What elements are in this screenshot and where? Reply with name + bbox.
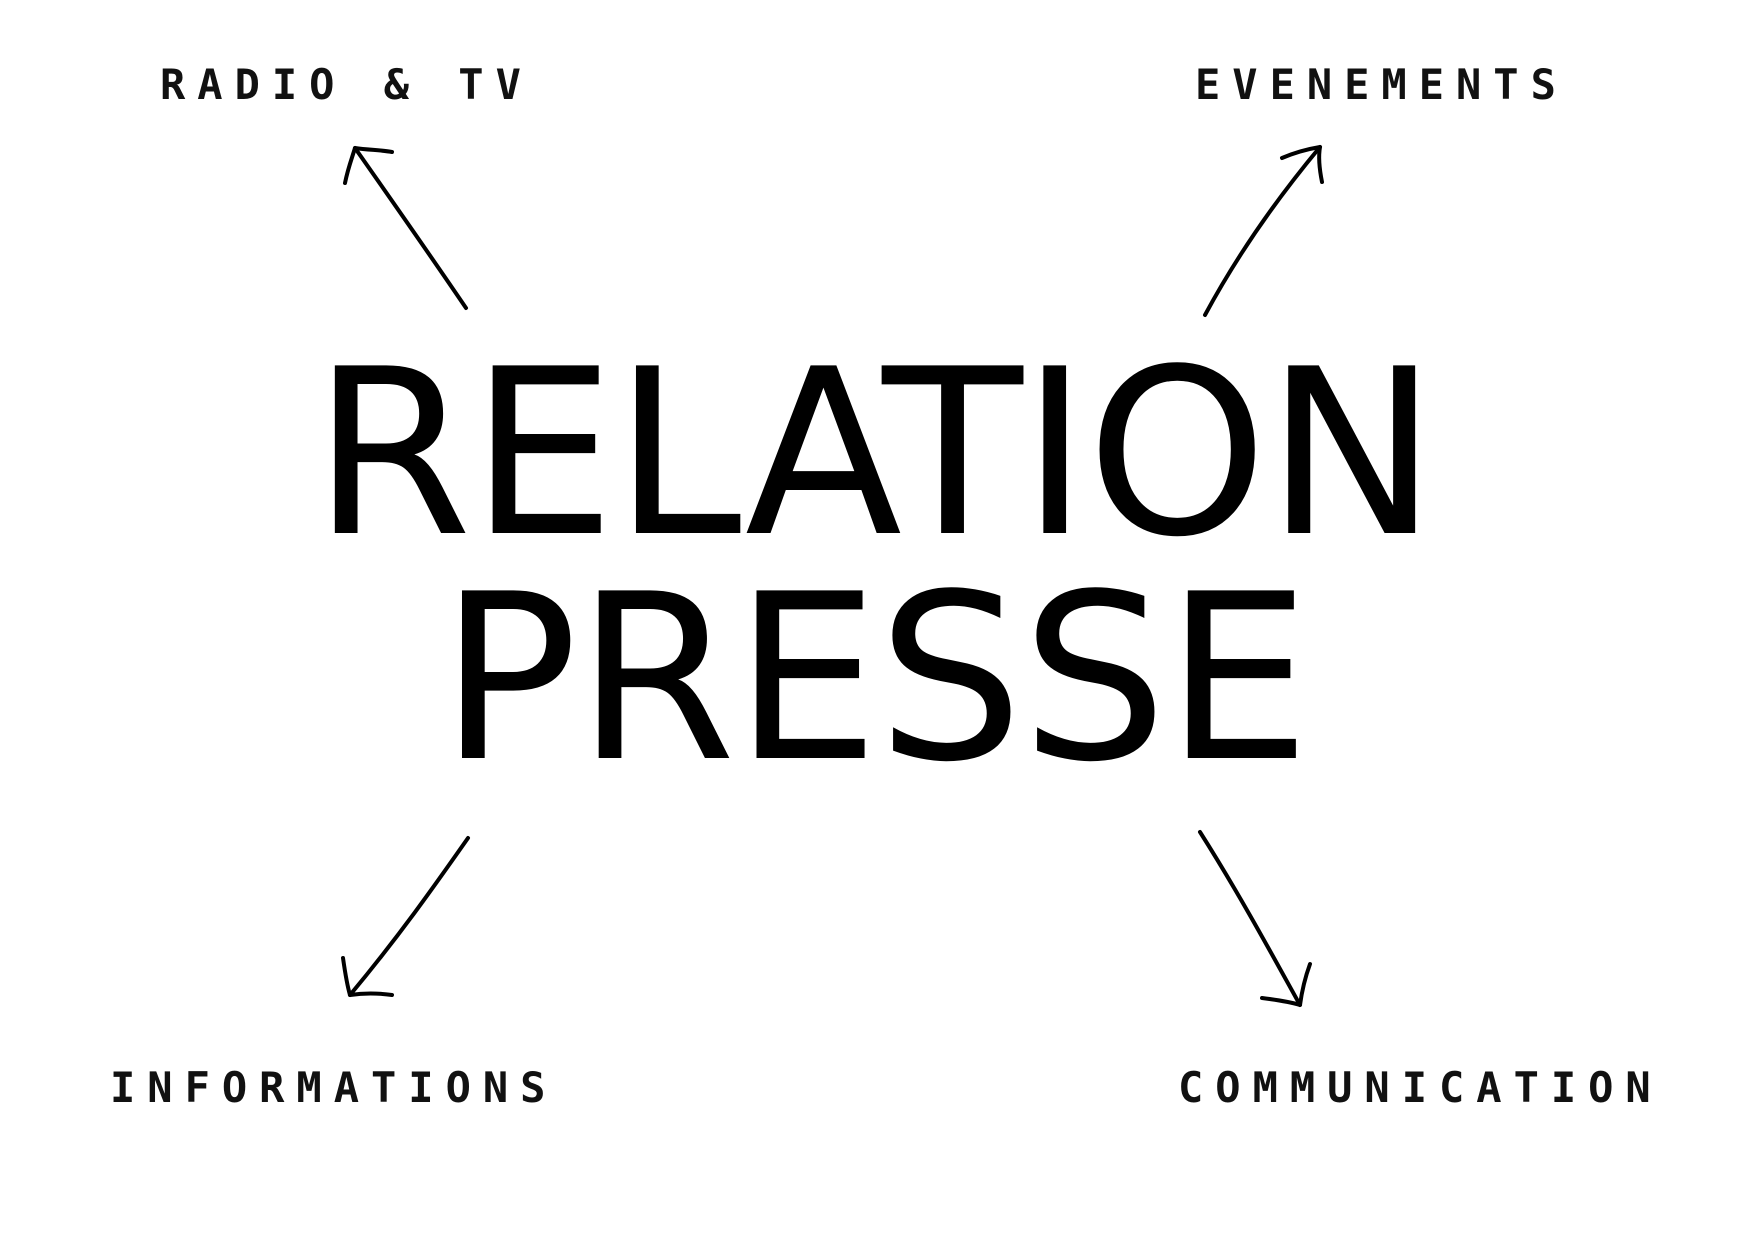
arrow-to-communication <box>1198 830 1312 1007</box>
label-informations: INFORMATIONS <box>110 1063 558 1112</box>
arrow-to-radio-tv <box>343 146 468 310</box>
label-radio-tv: RADIO & TV <box>160 60 533 109</box>
label-communication: COMMUNICATION <box>1178 1063 1663 1112</box>
arrow-to-informations <box>341 836 470 997</box>
title-line-2: PRESSE <box>439 546 1310 813</box>
arrow-to-evenements <box>1203 145 1324 317</box>
title-line-1: RELATION <box>312 321 1437 588</box>
label-evenements: EVENEMENTS <box>1195 60 1568 109</box>
